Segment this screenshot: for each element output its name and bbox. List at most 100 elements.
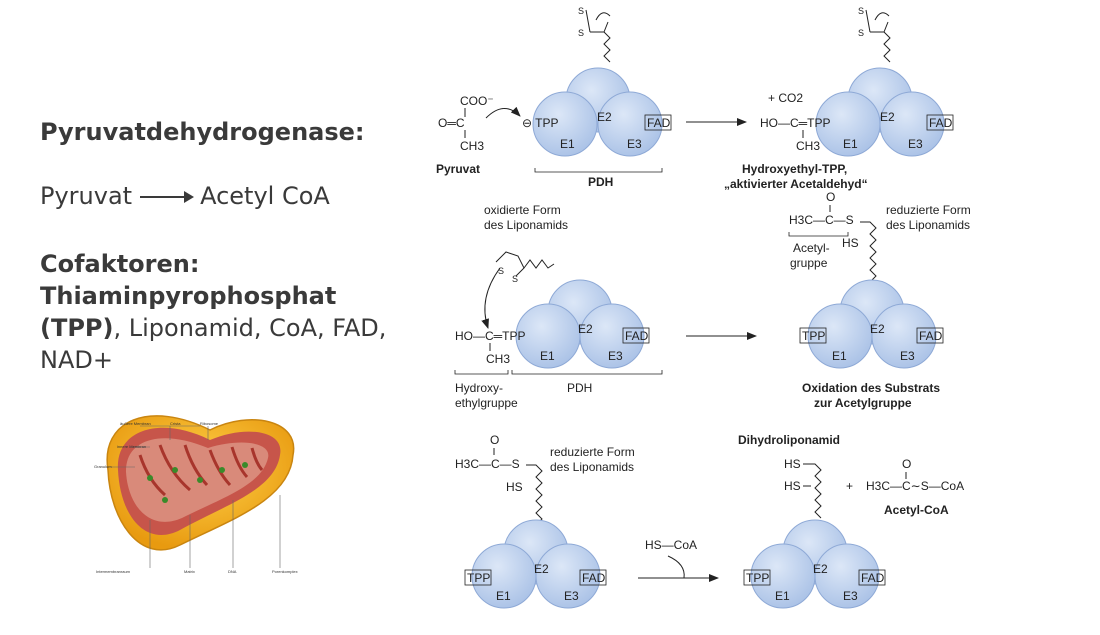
step2-hs: HS — [842, 236, 859, 250]
step3a-fad: FAD — [582, 571, 606, 585]
step3a-e3: E3 — [564, 589, 579, 603]
hydroxyethyl-formula: HO—C═TPP — [760, 116, 831, 130]
step1b-e1: E1 — [843, 137, 858, 151]
cofactors-heading: Cofaktoren: — [40, 250, 200, 278]
step3b-e1: E1 — [775, 589, 790, 603]
svg-text:S: S — [498, 266, 504, 276]
red-label1: reduzierte Form — [886, 203, 971, 217]
pyruvate-ch3: CH3 — [460, 139, 484, 153]
co2-label: + CO2 — [768, 91, 803, 105]
hydroxyethyl-label2: „aktivierter Acetaldehyd“ — [724, 177, 868, 191]
step3-right-complex: Dihydroliponamid HS HS E2 E1 E3 TPP FAD … — [738, 433, 964, 609]
svg-text:S: S — [858, 28, 864, 38]
acetyl-label2: gruppe — [790, 256, 828, 270]
step2b-e3: E3 — [900, 349, 915, 363]
step3b-e2: E2 — [813, 562, 828, 576]
acetyl-label1: Acetyl- — [793, 241, 830, 255]
pyruvate-oc: O═C — [438, 116, 465, 130]
step1-fad: FAD — [647, 116, 671, 130]
mito-label-intermembrane: Intermembranraum — [96, 569, 131, 574]
step3b-tpp: TPP — [746, 571, 769, 585]
hscoa-label: HS—CoA — [645, 538, 697, 552]
dihydro-hs1: HS — [784, 457, 801, 471]
step1-e1: E1 — [560, 137, 575, 151]
reaction-product: Acetyl CoA — [200, 182, 330, 210]
step2a-fad: FAD — [625, 329, 649, 343]
step1-pyruvate: COO⁻ O═C CH3 Pyruvat — [436, 94, 521, 176]
dihydro-hs2: HS — [784, 479, 801, 493]
mito-label-granulum: Granulum — [94, 464, 112, 469]
acetylcoa-label: Acetyl-CoA — [884, 503, 949, 517]
step1b-e2: E2 — [880, 110, 895, 124]
dihydro-label: Dihydroliponamid — [738, 433, 840, 447]
acetylcoa-formula: H3C—C∼S—CoA — [866, 479, 964, 493]
hydroxyethyl-ch3: CH3 — [796, 139, 820, 153]
step3-hs: HS — [506, 480, 523, 494]
reaction-arrow-icon — [140, 191, 195, 203]
svg-text:S: S — [512, 274, 518, 284]
svg-text:S: S — [858, 6, 864, 16]
mito-label-inner-membrane: innere Membran — [117, 444, 146, 449]
step2a-e3: E3 — [608, 349, 623, 363]
svg-text:S: S — [578, 28, 584, 38]
mito-label-ribosome: Ribosome — [200, 421, 219, 426]
step3-arrow: HS—CoA — [638, 538, 719, 582]
step2-acetyl-formula: H3C—C—S — [789, 213, 854, 227]
plus-sign: + — [846, 479, 853, 493]
pyruvate-coo: COO⁻ — [460, 94, 494, 108]
oxidation-label1: Oxidation des Substrats — [802, 381, 940, 395]
cofactors-block: Cofaktoren: Thiaminpyrophosphat (TPP), L… — [40, 248, 420, 376]
step1-e2: E2 — [597, 110, 612, 124]
step2-o: O — [826, 190, 835, 204]
step1b-fad: FAD — [929, 116, 953, 130]
step1-tpp: ⊖ TPP — [522, 116, 559, 130]
step1-pdh-complex: S S E2 E1 E3 ⊖ TPP FAD PDH — [522, 6, 672, 189]
mito-label-outer-membrane: äußere Membran — [120, 421, 151, 426]
step3a-e2: E2 — [534, 562, 549, 576]
group-label2: ethylgruppe — [455, 396, 518, 410]
cofactors-tpp: Thiaminpyrophosphat (TPP) — [40, 282, 337, 342]
step1b-e3: E3 — [908, 137, 923, 151]
acetylcoa-o: O — [902, 457, 911, 471]
step1-product-complex: S S E2 E1 E3 FAD + CO2 HO—C═TPP CH3 Hydro… — [724, 6, 954, 191]
step2a-e2: E2 — [578, 322, 593, 336]
mito-label-pore: Porenkomplex — [272, 569, 298, 574]
mitochondrion-image: äußere Membran Crista Ribosome innere Me… — [94, 415, 298, 574]
oxidation-label2: zur Acetylgruppe — [814, 396, 912, 410]
step3b-e3: E3 — [843, 589, 858, 603]
step2-left-complex: oxidierte Form des Liponamids SS E2 E1 E… — [454, 203, 663, 410]
step3b-fad: FAD — [861, 571, 885, 585]
step2b-fad: FAD — [919, 329, 943, 343]
ox-label2: des Liponamids — [484, 218, 568, 232]
step3-left-complex: O H3C—C—S reduzierte Form des Liponamids… — [455, 433, 635, 609]
step2-pdh: PDH — [567, 381, 592, 395]
hydroxyethyl-label1: Hydroxyethyl-TPP, — [742, 162, 847, 176]
svg-text:S: S — [578, 6, 584, 16]
reaction-substrate: Pyruvat — [40, 182, 133, 210]
mito-label-crista: Crista — [170, 421, 181, 426]
cofactors-others: , Liponamid, CoA, FAD, NAD+ — [40, 314, 387, 374]
step3-o: O — [490, 433, 499, 447]
step3a-tpp: TPP — [467, 571, 490, 585]
step2a-e1: E1 — [540, 349, 555, 363]
step1-e3: E3 — [627, 137, 642, 151]
red-label2: des Liponamids — [886, 218, 970, 232]
group-label1: Hydroxy- — [455, 381, 503, 395]
page-title: Pyruvatdehydrogenase: — [40, 118, 365, 146]
step1-pdh-label: PDH — [588, 175, 613, 189]
mito-label-dna: DNA — [228, 569, 237, 574]
reaction-equation: Pyruvat Acetyl CoA — [40, 182, 330, 210]
mito-label-matrix: Matrix — [184, 569, 195, 574]
step2-right-complex: O H3C—C—S reduzierte Form des Liponamids… — [788, 190, 971, 410]
step2-hoc: HO—C═TPP — [455, 329, 526, 343]
step2b-tpp: TPP — [802, 329, 825, 343]
step3-red1: reduzierte Form — [550, 445, 635, 459]
ox-label1: oxidierte Form — [484, 203, 561, 217]
step2b-e1: E1 — [832, 349, 847, 363]
step3-acetyl-formula: H3C—C—S — [455, 457, 520, 471]
step3-red2: des Liponamids — [550, 460, 634, 474]
step2-ch3: CH3 — [486, 352, 510, 366]
pyruvate-label: Pyruvat — [436, 162, 480, 176]
step2b-e2: E2 — [870, 322, 885, 336]
